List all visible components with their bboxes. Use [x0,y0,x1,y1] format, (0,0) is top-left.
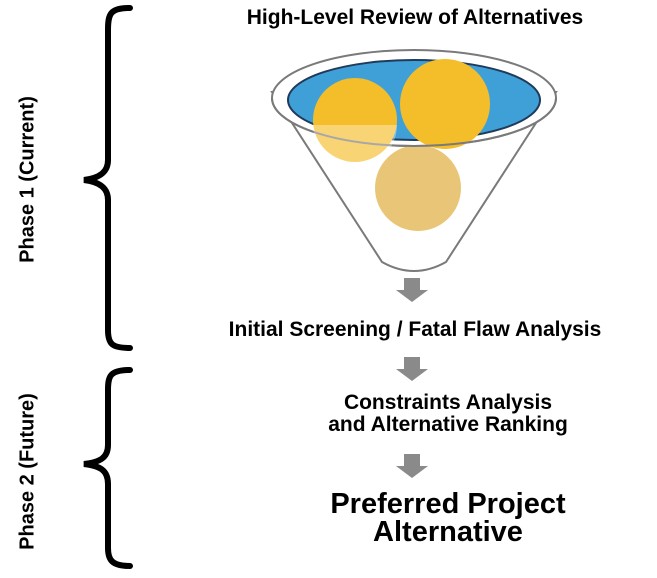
ball-right [400,59,490,149]
arrow-1 [396,278,428,302]
funnel-rim-front [271,97,557,147]
phase1-label: Phase 1 (Current) [16,96,39,263]
step-initial-screening: Initial Screening / Fatal Flaw Analysis [228,318,602,341]
step-constraints-analysis: Constraints Analysis and Alternative Ran… [248,392,648,436]
arrow-3 [396,454,428,478]
step-preferred-alternative: Preferred Project Alternative [248,488,648,548]
constraints-line1: Constraints Analysis [343,391,553,414]
funnel-graphic [270,49,558,272]
preferred-line1: Preferred Project [330,488,566,520]
ball-left [313,78,397,162]
phase1-bracket [83,5,133,351]
arrow-2 [396,357,428,381]
ball-bottom-faded [375,145,461,231]
constraints-line2: and Alternative Ranking [328,413,568,436]
step-high-level-review: High-Level Review of Alternatives [246,6,584,29]
phase2-bracket [83,367,133,569]
phase2-label: Phase 2 (Future) [16,393,39,550]
preferred-line2: Alternative [373,516,523,548]
